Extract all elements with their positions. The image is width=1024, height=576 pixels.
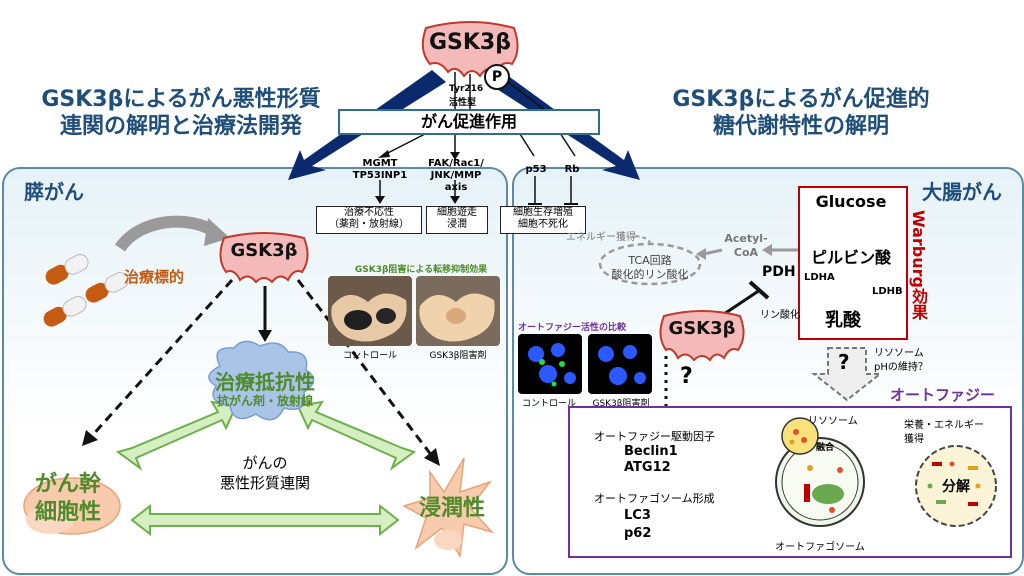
resistant-cell-icon [208,340,315,421]
drivers-heading: オートファジー駆動因子 [594,430,715,443]
control-label-2: コントロール [521,399,576,409]
autophagosome-label: オートファゴソーム [775,542,865,553]
control-tissue-photo [328,276,412,346]
top-gsk-label: GSK3β [428,30,511,55]
autophagy-photo-title: オートファジー活性の比較 [518,323,627,333]
outcome-migration-line1: 細胞遊走 [437,207,477,218]
lysosome-question: ? [838,350,850,374]
site-label-line1: Tyr216 [449,84,484,94]
drug-arrow [115,215,219,252]
degradation-icon [915,445,997,527]
arrow-t3 [519,133,535,157]
tca-line1: TCA回路 [628,254,672,267]
inhibitor-fluorescence-photo [588,334,652,394]
control-fluorescence-photo [518,334,582,394]
target-mgmt-line1: MGMT [362,158,398,169]
marker-p62: p62 [624,526,652,541]
lysosome-arrow [811,347,883,402]
green-arrow-left [115,400,238,471]
outcome-survival-line2: 細胞不死化 [518,219,568,230]
stem-line2: 細胞性 [34,500,101,525]
target-mgmt: MGMT TP53INP1 [340,158,420,182]
outcome-survival-line1: 細胞生存増殖 [513,207,573,218]
colon-title: 大腸がん [922,180,1002,204]
pyruvate-label: ピルビン酸 [810,248,891,267]
target-p53: p53 [525,164,547,175]
top-gsk-shape [421,21,519,78]
ldha-label: LDHA [804,272,835,283]
tca-line2: 酸化的リン酸化 [611,268,689,281]
outcome-migration-line2: 浸潤 [447,219,467,230]
phospho-circle: P [484,64,510,90]
lactate-label: 乳酸 [825,310,861,331]
inhibitor-tissue-photo [416,276,500,346]
target-fak-line1: FAK/Rac1/ [428,158,484,169]
pdh-label: PDH [762,264,796,280]
lysosome-q-line2: pHの維持？ [874,362,928,373]
phosphorylation-label: リン酸化 [760,310,800,321]
right-heading-line2: 糖代謝特性の解明 [712,114,889,139]
lysosome-q-line1: リソソーム [874,348,924,359]
control-label: コントロール [342,351,397,361]
resistance-line2: 抗がん剤・放射線 [216,394,313,408]
target-mgmt-line2: TP53INP1 [352,170,408,181]
green-arrow-bottom [130,503,400,537]
target-label: 治療標的 [124,268,185,286]
fusion-label: 融合 [816,443,835,453]
center-line2: 悪性形質連関 [219,474,310,492]
energy-label: エネルギー獲得 [566,232,636,243]
colon-gsk-shape [659,310,745,362]
autophagosome-icon [775,417,865,527]
invasive-cell-icon [402,457,495,559]
inhibitor-label: GSK3β阻害剤 [429,351,487,361]
driver-atg12: ATG12 [624,460,671,475]
warburg-box [798,186,908,340]
driver-beclin1: Beclin1 [624,444,678,459]
marker-lc3: LC3 [624,508,651,523]
acetyl-line1: Acetyl- [724,232,768,245]
lysosome-label: リソソーム [808,416,858,427]
pancreas-title: 膵がん [24,180,84,204]
metastasis-title: GSK3β阻害による転移抑制効果 [354,265,488,275]
ldhb-label: LDHB [872,286,903,297]
colon-gsk-label: GSK3β [668,318,736,339]
green-arrow-right [296,400,417,471]
stem-line1: がん幹 [34,472,101,497]
acetyl-line2: CoA [733,246,759,259]
promotion-box: がん促進作用 [338,109,600,135]
degradation-label: 分解 [942,479,970,495]
outcome-resistance-line2: （薬剤・放射線） [329,219,409,230]
center-line1: がんの [242,454,288,472]
nutrient-line2: 獲得 [904,434,924,445]
glucose-label: Glucose [815,192,887,211]
site-label-line2: 活性型 [449,98,477,108]
left-heading-line2: 連関の解明と治療法開発 [59,114,302,139]
pancreas-gsk-shape [219,232,309,284]
outcome-resistance-line1: 治療不応性 [344,207,394,218]
formation-heading: オートファゴソーム形成 [594,492,715,505]
outcome-survival: 細胞生存増殖 細胞不死化 [500,206,586,234]
target-fak: FAK/Rac1/ JNK/MMP axis [418,158,494,194]
stem-cell-icon [23,477,121,535]
left-heading-line1: GSK3βによるがん悪性形質 [41,87,321,112]
resistance-line1: 治療抵抗性 [215,370,315,394]
invasion-label: 浸潤性 [418,496,485,521]
capsule-icon [43,253,129,327]
target-fak-line2: JNK/MMP axis [430,170,482,193]
arrow-t1 [381,133,426,157]
pancreas-gsk-label: GSK3β [230,240,298,261]
inhibitor-label-2: GSK3β阻害剤 [592,399,650,409]
target-rb: Rb [564,164,580,175]
autophagy-title: オートファジー [890,386,996,404]
question-mark: ? [680,364,693,389]
warburg-label: Warburg効果 [909,210,928,320]
outcome-resistance: 治療不応性 （薬剤・放射線） [316,206,422,234]
right-heading-line1: GSK3βによるがん促進的 [672,87,930,112]
nutrient-line1: 栄養・エネルギー [904,420,984,431]
outcome-migration: 細胞遊走 浸潤 [426,206,488,234]
